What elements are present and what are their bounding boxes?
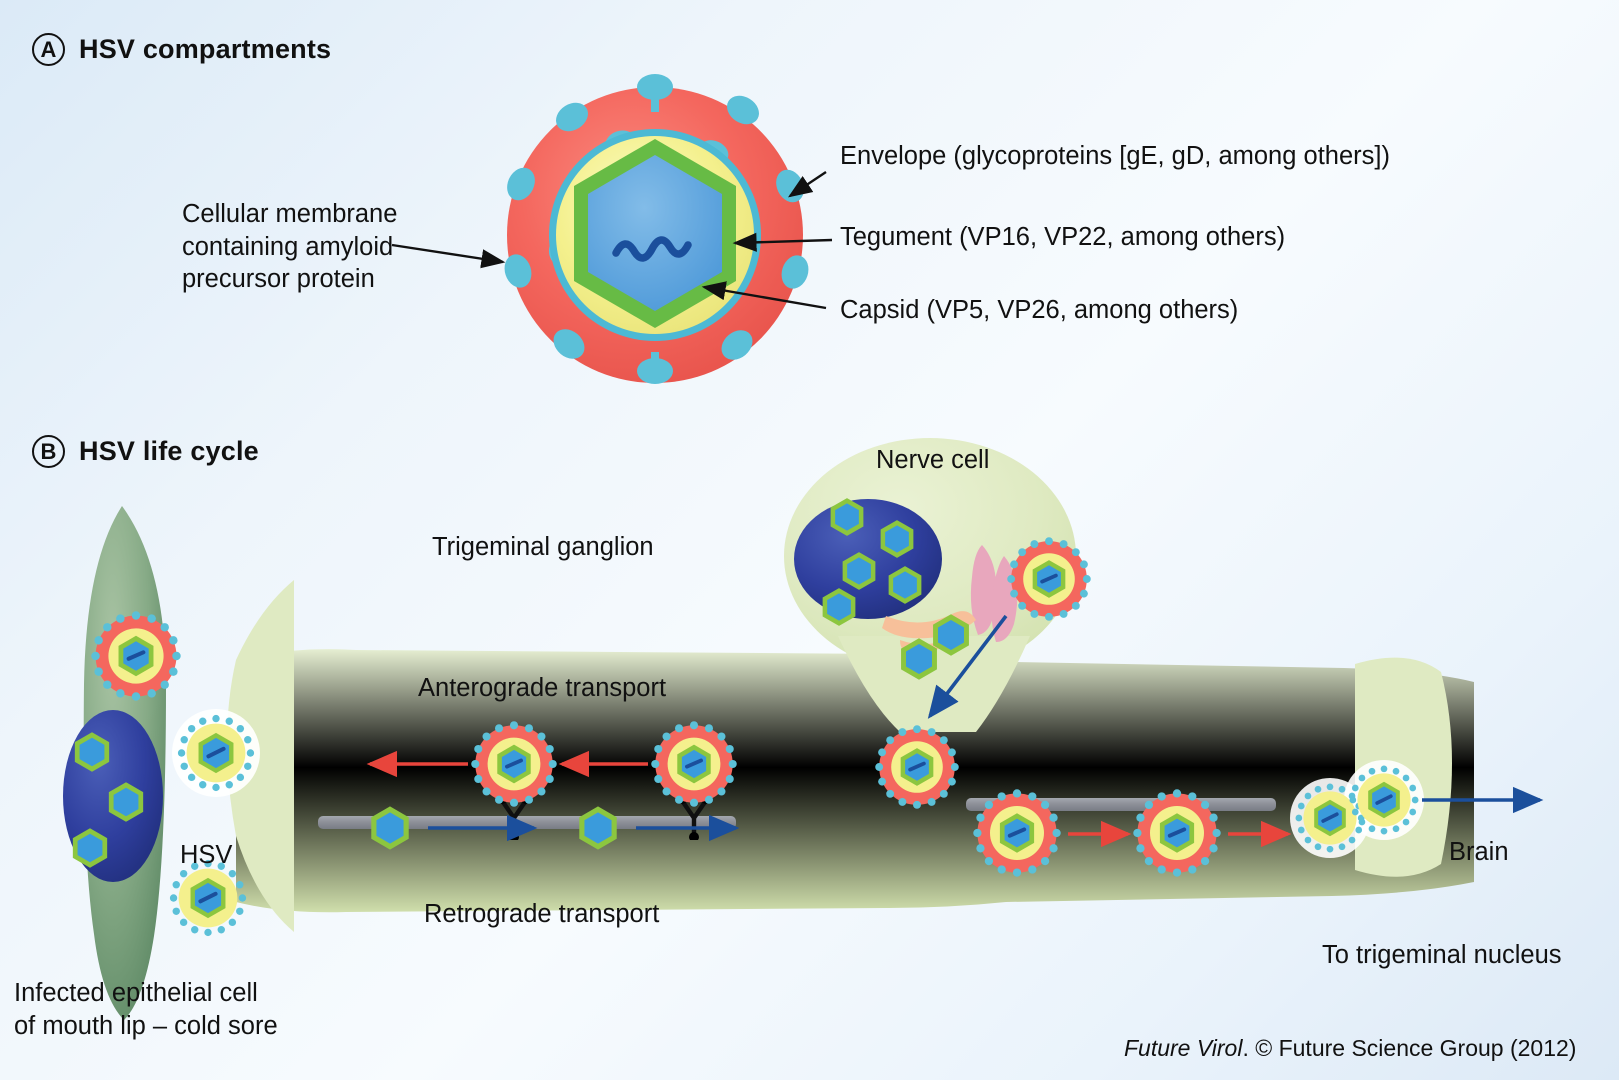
panel-a-badge: A (32, 33, 65, 66)
viral-dna (612, 236, 692, 262)
label-trigeminal-ganglion: Trigeminal ganglion (432, 533, 654, 561)
label-nerve-cell: Nerve cell (876, 446, 990, 474)
panel-a-heading: A HSV compartments (32, 33, 331, 66)
retrograde-transport-group (371, 806, 740, 850)
infected-epithelial-cell (63, 506, 181, 1020)
panel-b-heading: B HSV life cycle (32, 435, 259, 468)
nerve-cell-exit-arrow (927, 614, 1008, 719)
panel-a-title: HSV compartments (79, 34, 332, 64)
label-tegument: Tegument (VP16, VP22, among others) (840, 223, 1286, 251)
credit-journal: Future Virol (1124, 1035, 1243, 1061)
panel-b-title: HSV life cycle (79, 436, 259, 466)
label-infected-epithelial-cell: Infected epithelial cell of mouth lip – … (14, 979, 278, 1040)
figure-credit: Future Virol. © Future Science Group (20… (1124, 1035, 1576, 1062)
free-hsv-particles (170, 709, 260, 936)
virion-diagram (504, 74, 809, 384)
credit-rest: . © Future Science Group (2012) (1242, 1035, 1577, 1061)
golgi-apparatus (970, 545, 1018, 642)
label-envelope: Envelope (glycoproteins [gE, gD, among o… (840, 142, 1390, 170)
virions-to-brain (1290, 760, 1544, 858)
label-brain: Brain (1449, 838, 1509, 866)
label-retrograde-transport: Retrograde transport (424, 900, 660, 928)
label-cellular-membrane: Cellular membrane containing amyloid pre… (182, 200, 398, 294)
label-to-trigeminal-nucleus: To trigeminal nucleus (1322, 941, 1562, 969)
label-capsid: Capsid (VP5, VP26, among others) (840, 296, 1239, 324)
nerve-cell-interior (794, 498, 1092, 810)
panel-a-leader-lines (391, 171, 833, 310)
label-hsv: HSV (180, 841, 233, 869)
microtubule-right (966, 788, 1276, 878)
panel-b-badge: B (32, 435, 65, 468)
label-anterograde-transport: Anterograde transport (418, 674, 667, 702)
